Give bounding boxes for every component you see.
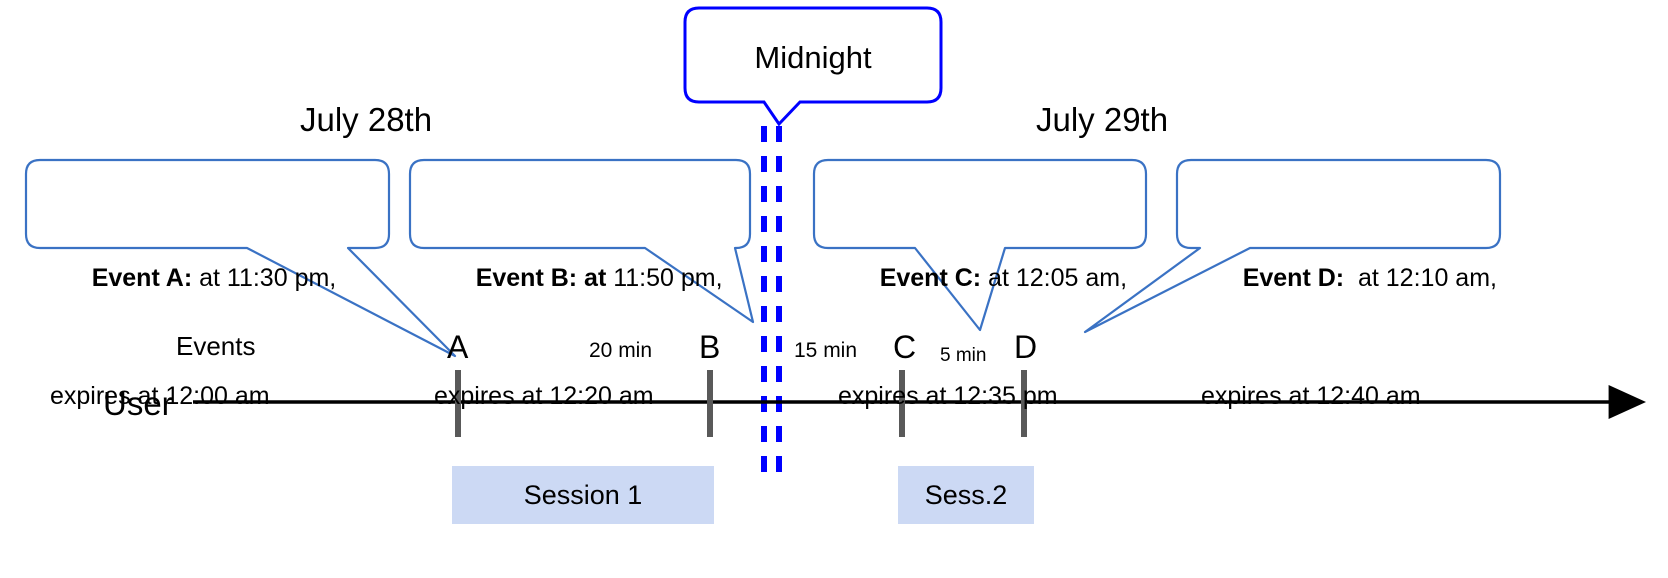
session-box-2: Sess.2 bbox=[898, 466, 1034, 524]
row-label-user: User bbox=[103, 385, 173, 422]
event-c-line1-rest: at 12:05 am, bbox=[981, 263, 1128, 292]
event-c-line2: expires at 12:35 pm bbox=[838, 381, 1058, 410]
session-box-1: Session 1 bbox=[452, 466, 714, 524]
event-a-line1-rest: at 11:30 pm, bbox=[192, 263, 337, 292]
marker-label-d: D bbox=[1014, 329, 1038, 365]
event-d-callout-shape bbox=[1083, 158, 1502, 334]
event-c-callout-shape bbox=[812, 158, 1148, 332]
event-b-line2: expires at 12:20 am bbox=[434, 381, 654, 410]
event-a-lead: Event A: bbox=[91, 263, 193, 292]
event-d-line2: expires at 12:40 am bbox=[1201, 381, 1421, 410]
event-a-line2: expires at 12:00 am bbox=[50, 381, 270, 410]
event-b-line1-rest: 11:50 pm, bbox=[606, 263, 723, 292]
marker-label-b: B bbox=[699, 329, 721, 365]
timeline-ticks bbox=[455, 370, 1027, 437]
session-2-label: Sess.2 bbox=[924, 479, 1008, 510]
session-1-label: Session 1 bbox=[523, 479, 643, 510]
date-label-july-29: July 29th bbox=[1036, 101, 1169, 138]
gap-label-a-to-b: 20 min bbox=[589, 339, 653, 362]
gap-label-b-to-c: 15 min bbox=[794, 339, 858, 362]
date-label-july-28: July 28th bbox=[300, 101, 433, 138]
midnight-divider-lines bbox=[761, 126, 782, 472]
event-c-callout-text: Event C: at 12:05 am, expires at 12:35 p… bbox=[838, 175, 1143, 470]
midnight-callout-shape bbox=[683, 6, 943, 127]
event-b-callout-shape bbox=[408, 158, 755, 324]
event-a-callout-shape bbox=[24, 158, 457, 358]
event-a-callout-text: Event A: at 11:30 pm, expires at 12:00 a… bbox=[50, 175, 380, 470]
marker-label-a: A bbox=[447, 329, 469, 365]
midnight-label: Midnight bbox=[754, 40, 872, 75]
event-c-lead: Event C: bbox=[879, 263, 982, 292]
event-d-lead: Event D: bbox=[1242, 263, 1345, 292]
event-b-lead: Event B: at bbox=[475, 263, 607, 292]
gap-label-c-to-d: 5 min bbox=[940, 345, 987, 366]
event-d-callout-text: Event D: at 12:10 am, expires at 12:40 a… bbox=[1201, 175, 1501, 470]
event-b-callout-text: Event B: at 11:50 pm, expires at 12:20 a… bbox=[434, 175, 744, 470]
row-label-events: Events bbox=[176, 331, 256, 361]
event-d-line1-rest: at 12:10 am, bbox=[1344, 263, 1497, 292]
marker-label-c: C bbox=[893, 329, 917, 365]
